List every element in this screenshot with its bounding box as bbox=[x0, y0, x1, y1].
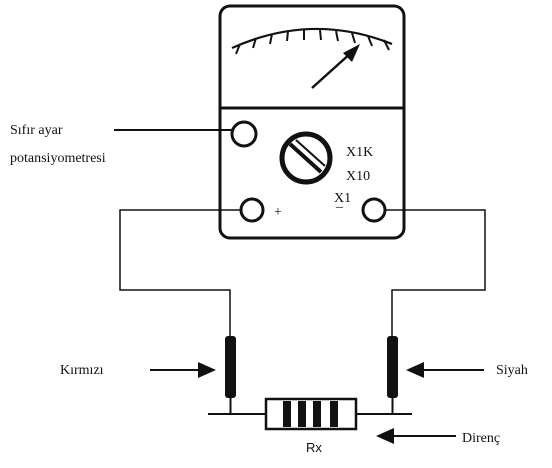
resistor-label: Direnç bbox=[462, 431, 500, 446]
range-option-x1: X1 bbox=[334, 191, 351, 206]
plus-terminal-jack[interactable] bbox=[239, 197, 265, 223]
meter-needle bbox=[311, 44, 360, 89]
black-test-lead-wire bbox=[385, 209, 486, 338]
multimeter-case bbox=[218, 4, 406, 240]
plus-terminal-label: + bbox=[274, 205, 282, 220]
resistor-symbol-label: Rx bbox=[306, 440, 322, 455]
resistor-body bbox=[264, 397, 358, 431]
scale-ticks bbox=[235, 29, 390, 55]
resistor: Rx bbox=[208, 397, 412, 455]
range-selector-switch[interactable] bbox=[279, 131, 333, 185]
resistor-color-bands bbox=[283, 401, 338, 427]
black-probe-label: Siyah bbox=[496, 363, 528, 378]
range-option-x10: X10 bbox=[346, 169, 370, 184]
meter-scale bbox=[231, 27, 393, 55]
resistor-arrow bbox=[376, 428, 456, 444]
zero-adjust-label-line2: potansiyometresi bbox=[10, 151, 106, 166]
scale-arc bbox=[231, 27, 393, 50]
minus-terminal-jack[interactable] bbox=[361, 197, 387, 223]
black-probe bbox=[387, 336, 398, 414]
range-selector-slot bbox=[288, 142, 323, 174]
red-probe bbox=[225, 336, 236, 414]
red-probe-label: Kırmızı bbox=[60, 363, 104, 378]
range-option-x1k: X1K bbox=[346, 145, 373, 160]
multimeter: X1K X10 X1 + _ bbox=[218, 4, 406, 240]
red-test-lead-wire bbox=[119, 209, 241, 338]
needle-arrow-head bbox=[343, 44, 360, 62]
black-probe-arrow bbox=[406, 362, 484, 378]
red-probe-arrow bbox=[150, 362, 216, 378]
zero-adjust-knob[interactable] bbox=[230, 120, 258, 148]
minus-terminal-label: _ bbox=[335, 195, 344, 210]
zero-adjust-label-line1: Sıfır ayar bbox=[10, 123, 63, 138]
